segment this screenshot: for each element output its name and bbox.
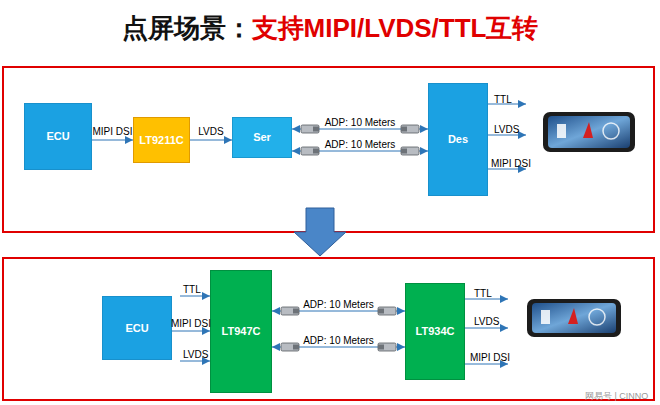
plug-body [301, 125, 319, 133]
edge-label: ADP: 10 Meters [325, 140, 396, 150]
edge-label: ADP: 10 Meters [303, 300, 374, 310]
plug-collar [378, 345, 384, 350]
cable-plug [401, 147, 419, 155]
signal-name: TTL [183, 285, 201, 295]
plug-collar [313, 149, 319, 154]
ecu-box: ECU [102, 296, 172, 360]
top-panel [3, 67, 654, 232]
node-label: LT947C [222, 325, 261, 338]
node-label: Ser [253, 131, 271, 144]
chip-box: LT9211C [133, 117, 190, 163]
plug-body [378, 307, 396, 315]
signal-name: TTL [474, 289, 492, 299]
signal-name: TTL [494, 95, 512, 105]
cable-plug [378, 343, 396, 351]
plug-collar [313, 127, 319, 132]
plug-collar [293, 309, 299, 314]
plug-body [401, 147, 419, 155]
serializer-box: Ser [232, 117, 292, 158]
node-label: Des [448, 133, 468, 146]
transition-arrow [294, 208, 346, 256]
output-wire [465, 328, 508, 329]
plug-collar [401, 149, 407, 154]
node-label: ECU [46, 130, 69, 143]
cable-plug [281, 343, 299, 351]
cable-plug [301, 125, 319, 133]
plug-body [301, 147, 319, 155]
chip-box: LT947C [210, 270, 272, 393]
title-text: 点屏场景： [122, 13, 252, 43]
edge-label: LVDS [198, 127, 223, 137]
display-illustration [543, 112, 635, 152]
input-wire [180, 296, 210, 297]
signal-link [172, 331, 210, 332]
chip-box: LT934C [405, 283, 465, 380]
plug-collar [378, 309, 384, 314]
title-bar: 点屏场景：支持MIPI/LVDS/TTL互转 [0, 14, 660, 43]
edge-label: MIPI DSI [171, 319, 211, 329]
watermark: 网易号 | CINNO [585, 392, 648, 401]
signal-link [92, 140, 133, 141]
plug-body [281, 343, 299, 351]
ecu-box: ECU [24, 103, 92, 170]
signal-name: LVDS [183, 350, 208, 360]
signal-name: LVDS [494, 125, 519, 135]
edge-label: ADP: 10 Meters [325, 118, 396, 128]
signal-name: MIPI DSI [491, 159, 531, 169]
subtitle-text: 支持MIPI/LVDS/TTL互转 [252, 13, 539, 43]
node-label: LT934C [416, 325, 455, 338]
plug-body [378, 343, 396, 351]
output-wire [465, 364, 508, 365]
cable-plug [401, 125, 419, 133]
plug-body [401, 125, 419, 133]
node-label: ECU [125, 322, 148, 335]
plug-body [281, 307, 299, 315]
cable-plug [301, 147, 319, 155]
input-wire [180, 361, 210, 362]
signal-name: MIPI DSI [470, 353, 510, 363]
deserializer-box: Des [428, 83, 488, 196]
bottom-panel [3, 258, 654, 400]
signal-name: LVDS [474, 317, 499, 327]
cable-plug [378, 307, 396, 315]
plug-collar [293, 345, 299, 350]
cable-plug [281, 307, 299, 315]
edge-label: ADP: 10 Meters [303, 336, 374, 346]
display-illustration [527, 299, 621, 337]
node-label: LT9211C [139, 134, 183, 147]
plug-collar [401, 127, 407, 132]
edge-label: MIPI DSI [92, 127, 132, 137]
signal-link [190, 140, 232, 141]
